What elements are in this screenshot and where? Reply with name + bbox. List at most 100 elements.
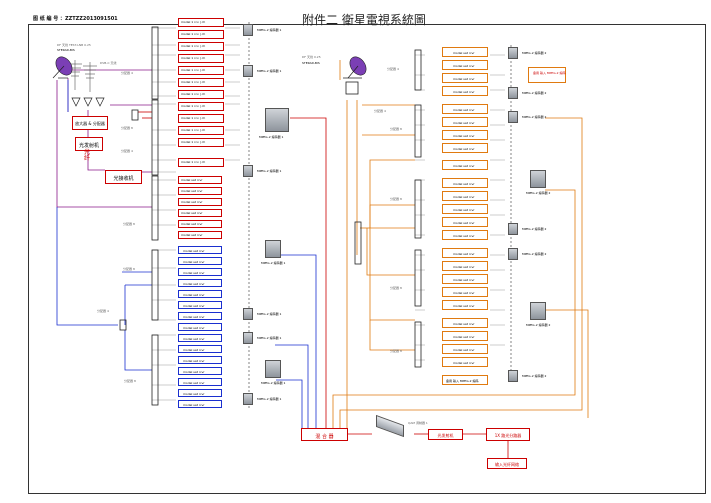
splitter-label-5: 分配器 8 xyxy=(123,267,135,271)
receiver-box: model sat rcvr xyxy=(178,198,222,206)
optical-transmitter-box: 光发射机 xyxy=(75,137,103,151)
receiver-box-orange: model sat rcvr xyxy=(442,60,488,70)
receiver-box-orange: model sat rcvr xyxy=(442,160,488,170)
encoder-rack: MPEG-2 编码器 1 xyxy=(243,332,281,344)
receiver-box-blue: model sat rcvr xyxy=(178,323,222,331)
receiver-box-blue: model sat rcvr xyxy=(178,389,222,397)
receiver-box-orange: model sat rcvr xyxy=(442,178,488,188)
encoder-rack: MPEG-2 编码器 2 xyxy=(508,370,546,382)
encoder-rack: MPEG-2 编码器 1 xyxy=(261,240,285,265)
receiver-box-blue: model sat rcvr xyxy=(178,279,222,287)
side-box: 备用 输入 MPEG-2 编码 xyxy=(528,67,566,83)
encoder-rack: MPEG-2 编码器 1 xyxy=(243,308,281,320)
encoder-rack: MPEG-2 编码器 2 xyxy=(508,248,546,260)
drawing-frame xyxy=(28,24,706,494)
receiver-box-orange: model sat rcvr xyxy=(442,117,488,127)
right-splitter-label-3: 分配器 8 xyxy=(390,127,402,131)
splitter-label-4: 分配器 8 xyxy=(123,222,135,226)
left-dish-note: DF 天线 TEST-LNB 0.25 xyxy=(57,43,91,47)
encoder-rack: MPEG-2 编码器 2 xyxy=(508,223,546,235)
receiver-box: model sat rcvr xyxy=(178,176,222,184)
right-splitter-label-4: 分配器 8 xyxy=(390,197,402,201)
receiver-box-orange: model sat rcvr xyxy=(442,318,488,328)
encoder-rack: MPEG-2 编码器 2 xyxy=(526,302,550,327)
receiver-box-orange: model sat rcvr xyxy=(442,230,488,240)
splitter-label-1: 分配器 4 xyxy=(121,71,133,75)
receiver-box: model 1 rcv | ch xyxy=(178,66,224,75)
right-splitter-label-6: 分配器 8 xyxy=(390,349,402,353)
receiver-box-blue: model sat rcvr xyxy=(178,334,222,342)
encoder-rack: MPEG-2 编码器 1 xyxy=(261,360,285,385)
qam-note: QAM 调制器 1 xyxy=(408,421,428,425)
encoder-rack: MPEG-2 编码器 1 xyxy=(243,393,281,405)
receiver-box-orange: model sat rcvr xyxy=(442,191,488,201)
combiner-box: 混 合 器 xyxy=(301,428,348,441)
receiver-box-orange: model sat rcvr xyxy=(442,104,488,114)
amplifier-splitter-box: 放大器 & 分配器 xyxy=(72,116,108,130)
receiver-box-blue: model sat rcvr xyxy=(178,268,222,276)
encoder-rack: MPEG-2 编码器 1 xyxy=(243,165,281,177)
receiver-box-orange: model sat rcvr xyxy=(442,248,488,258)
receiver-box-orange: model sat rcvr xyxy=(442,331,488,341)
encoder-rack: MPEG-2 编码器 1 xyxy=(243,65,281,77)
receiver-box-orange: model sat rcvr xyxy=(442,143,488,153)
extra-input-box: 备用 输入 MPEG-2 编码 xyxy=(442,375,488,385)
receiver-box-blue: model sat rcvr xyxy=(178,257,222,265)
encoder-rack: MPEG-2 编码器 1 xyxy=(243,24,281,36)
receiver-box-orange: model sat rcvr xyxy=(442,73,488,83)
receiver-box-orange: model sat rcvr xyxy=(442,86,488,96)
yagi-note: DVB-C 天线 xyxy=(100,61,117,65)
receiver-box: model 1 rcv | ch xyxy=(178,102,224,111)
receiver-box: model 1 rcv | ch xyxy=(178,18,224,27)
receiver-box-orange: model sat rcvr xyxy=(442,261,488,271)
splitter-label-2: 分配器 8 xyxy=(121,126,133,130)
receiver-box-blue: model sat rcvr xyxy=(178,367,222,375)
receiver-box-blue: model sat rcvr xyxy=(178,312,222,320)
receiver-box-orange: model sat rcvr xyxy=(442,344,488,354)
receiver-box-blue: model sat rcvr xyxy=(178,290,222,298)
receiver-box: model 1 rcv | ch xyxy=(178,126,224,135)
right-splitter-label-2: 分配器 4 xyxy=(374,109,386,113)
receiver-box: model sat rcvr xyxy=(178,187,222,195)
receiver-box-blue: model sat rcvr xyxy=(178,345,222,353)
receiver-box: model 1 rcv | ch xyxy=(178,138,224,147)
receiver-box-orange: model sat rcvr xyxy=(442,130,488,140)
left-dish-note2: STERAD-BIS xyxy=(57,48,75,52)
receiver-box: model sat rcvr xyxy=(178,231,222,239)
receiver-box: model 1 rcv | ch xyxy=(178,42,224,51)
receiver-box-blue: model sat rcvr xyxy=(178,356,222,364)
receiver-box-orange: model sat rcvr xyxy=(442,287,488,297)
receiver-box-orange: model sat rcvr xyxy=(442,217,488,227)
encoder-rack: MPEG-2 编码器 2 xyxy=(508,47,546,59)
right-splitter-label-1: 分配器 4 xyxy=(387,67,399,71)
receiver-box: model sat rcvr xyxy=(178,220,222,228)
splitter-label-7: 分配器 8 xyxy=(124,379,136,383)
receiver-box: model 1 rcv | ch xyxy=(178,54,224,63)
optical-receiver-box: 光接收机 xyxy=(105,170,142,184)
fiber-network-output: 输入光纤网络 xyxy=(487,458,527,469)
encoder-rack: MPEG-2 编码器 2 xyxy=(526,170,550,195)
receiver-box-orange: model sat rcvr xyxy=(442,47,488,57)
receiver-box: model 1 rcv | ch xyxy=(178,158,224,167)
right-dish-note: DF 天线 0.25 xyxy=(302,55,321,59)
drawing-number: 图 纸 编 号 ：ZZTZZ2013091501 xyxy=(33,16,118,22)
receiver-box-orange: model sat rcvr xyxy=(442,204,488,214)
splitter-label-3: 分配器 4 xyxy=(121,149,133,153)
receiver-box: model sat rcvr xyxy=(178,209,222,217)
receiver-box: model 1 rcv | ch xyxy=(178,78,224,87)
receiver-box: model 1 rcv | ch xyxy=(178,30,224,39)
receiver-box-blue: model sat rcvr xyxy=(178,301,222,309)
optical-splitter-box: 1X 路光分路器 xyxy=(486,428,530,441)
receiver-box-orange: model sat rcvr xyxy=(442,274,488,284)
diagram-title: 附件二 衛星電視系統圖 xyxy=(302,13,426,27)
receiver-box: model 1 rcv | ch xyxy=(178,114,224,123)
receiver-box-blue: model sat rcvr xyxy=(178,246,222,254)
splitter-label-6: 分配器 4 xyxy=(97,309,109,313)
encoder-rack-large: MPEG-2 编码器 1 xyxy=(259,108,289,139)
encoder-rack: MPEG-2 编码器 2 xyxy=(508,111,546,123)
right-dish-note2: STERAD-BIS xyxy=(302,61,320,65)
receiver-box: model 1 rcv | ch xyxy=(178,90,224,99)
right-splitter-label-5: 分配器 8 xyxy=(390,286,402,290)
bottom-optical-transmitter: 光发射机 xyxy=(428,429,463,440)
